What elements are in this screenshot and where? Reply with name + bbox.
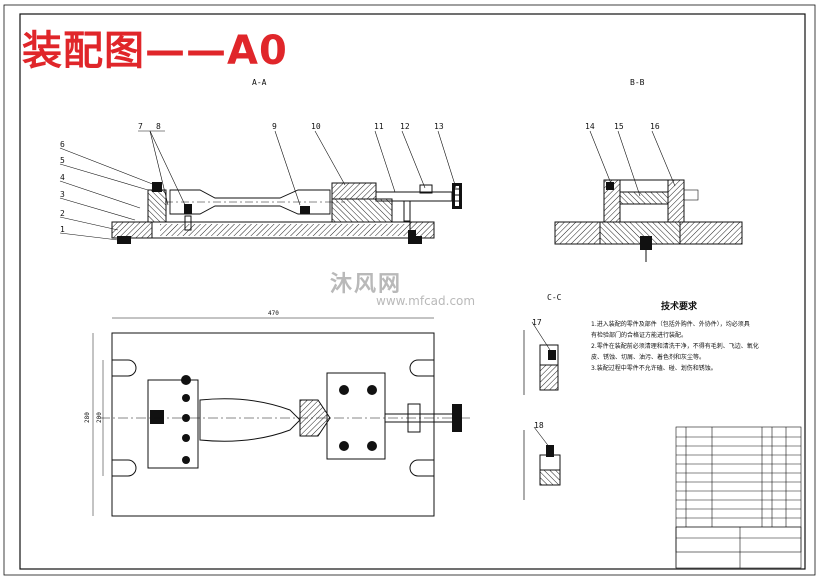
balloon-7: 7 (138, 122, 143, 131)
tech-req-heading: 技术要求 (660, 302, 697, 312)
view-label-cc: C-C (547, 293, 562, 302)
watermark-url: www.mfcad.com (376, 294, 476, 308)
balloon-numbers-aa: 1 2 3 4 5 6 7 8 9 10 11 12 13 (60, 122, 444, 234)
watermark-brand: 沐风网 (330, 272, 403, 297)
tech-req-line: 皮、锈蚀、切屑、油污、着色剂和灰尘等。 (591, 354, 706, 361)
dim-overall-width: 280 (84, 412, 91, 423)
workpiece-rod (169, 189, 331, 215)
section-view-cc: 17 18 (523, 318, 561, 500)
section-view-aa: 1 2 3 4 5 6 7 8 9 10 11 12 13 (59, 122, 462, 244)
inner-border (19, 13, 806, 570)
plan-base (111, 332, 435, 517)
view-label-bb: B-B (630, 78, 645, 87)
balloon-14: 14 (585, 122, 595, 131)
parts-list-title-block (675, 426, 802, 569)
outer-border (3, 4, 816, 576)
leader-lines-bb (589, 130, 676, 197)
tech-req-line: 2.零件在装配前必须清理和清洗干净，不得有毛刺、飞边、氧化 (591, 343, 759, 350)
left-support (147, 189, 167, 223)
balloon-12: 12 (400, 122, 410, 131)
balloon-5: 5 (60, 156, 65, 165)
tech-req-line: 1.进入装配的零件及部件（包括外购件、外协件），均必须具 (591, 321, 750, 328)
balloon-1: 1 (60, 225, 65, 234)
balloon-10: 10 (311, 122, 321, 131)
balloon-11: 11 (374, 122, 384, 131)
balloon-17: 17 (532, 318, 542, 327)
clamp-block (331, 182, 377, 200)
tech-req-line: 3.装配过程中零件不允许磕、碰、划伤和锈蚀。 (591, 365, 717, 372)
dim-overall-length: 470 (268, 310, 279, 317)
plan-view: 470 280 200 (84, 310, 470, 517)
balloon-9: 9 (272, 122, 277, 131)
balloon-18: 18 (534, 421, 544, 430)
balloon-15: 15 (614, 122, 624, 131)
plan-left-fixture (147, 379, 199, 469)
section-view-bb: 14 15 16 (554, 122, 743, 262)
technical-requirements: 技术要求 1.进入装配的零件及部件（包括外购件、外协件），均必须具 有检验部门的… (591, 302, 767, 374)
balloon-16: 16 (650, 122, 660, 131)
view-label-aa: A-A (252, 78, 267, 87)
balloon-2: 2 (60, 209, 65, 218)
balloon-4: 4 (60, 173, 65, 182)
drawing-title: 装配图——A0 (22, 28, 288, 74)
balloon-13: 13 (434, 122, 444, 131)
balloon-8: 8 (156, 122, 161, 131)
balloon-6: 6 (60, 140, 65, 149)
watermark: 沐风网 www.mfcad.com (330, 266, 475, 308)
balloon-3: 3 (60, 190, 65, 199)
tech-req-line: 有检验部门的合格证方能进行装配。 (591, 332, 688, 339)
leader-lines-aa (59, 130, 457, 241)
dim-inner-width: 200 (96, 412, 103, 423)
plan-rod (199, 398, 301, 442)
